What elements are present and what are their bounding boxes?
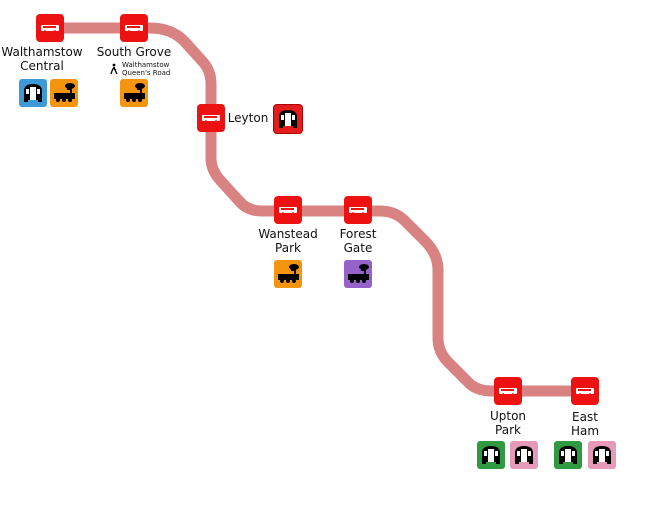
stop-name: Wanstead [258,227,318,241]
bus-stop-east-ham[interactable] [571,377,599,405]
stop-name: Gate [343,241,373,255]
tube-icon [274,105,302,133]
bus-icon [197,104,225,132]
stop-name: Upton [489,409,527,423]
bus-icon [36,14,64,42]
tube-icon [477,441,505,469]
walk-destination: Queen's Road [122,69,171,77]
stop-name: Park [495,423,521,437]
train-icon [344,260,372,288]
bus-icon [571,377,599,405]
walking-person-icon [109,63,119,75]
bus-stop-upton-park[interactable] [494,377,522,405]
stop-label: South Grove [97,45,171,59]
stop-name: Central [20,59,64,73]
bus-stop-walthamstow-central[interactable] [36,14,64,42]
bus-stop-leyton[interactable] [197,104,225,132]
stop-name: Ham [570,424,600,438]
stop-name: South Grove [96,45,172,59]
stop-label: Leyton [228,111,269,125]
bus-stop-forest-gate[interactable] [344,196,372,224]
walk-destination: Walthamstow [122,61,170,69]
stop-name: Leyton [227,111,269,125]
train-icon [50,79,78,107]
tube-icon [554,441,582,469]
tube-icon [588,441,616,469]
bus-icon [494,377,522,405]
bus-icon [274,196,302,224]
tube-icon [19,79,47,107]
tube-icon [510,441,538,469]
bus-icon [344,196,372,224]
stop-name: Park [275,241,301,255]
stop-name: East [572,410,598,424]
bus-icon [120,14,148,42]
train-icon [274,260,302,288]
train-icon [120,79,148,107]
stop-name: Forest [339,227,377,241]
bus-stop-south-grove[interactable] [120,14,148,42]
bus-stop-wanstead-park[interactable] [274,196,302,224]
stop-name: Walthamstow [1,45,83,59]
